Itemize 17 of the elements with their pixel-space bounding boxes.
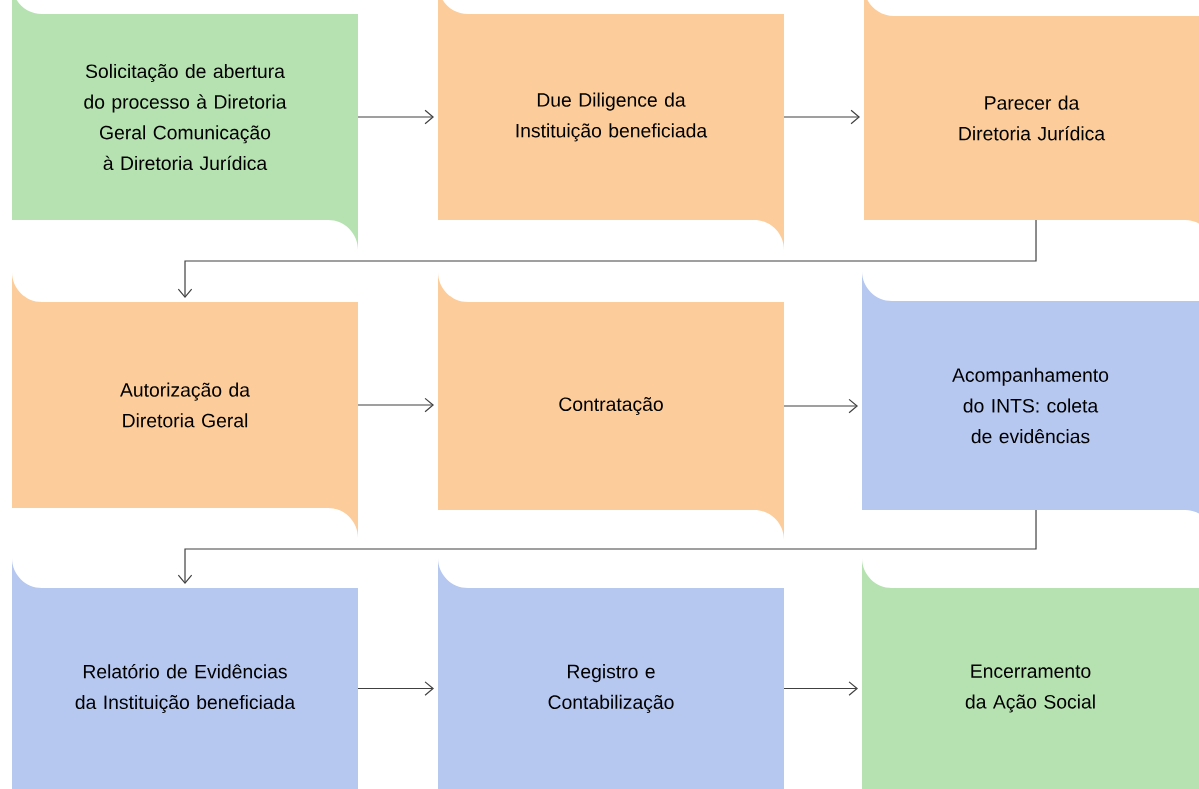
process-box: Registro e Contabilização — [438, 558, 784, 789]
process-box: Relatório de Evidências da Instituição beneficiada — [12, 558, 358, 789]
process-box: Due Diligence da Instituição beneficiada — [438, 0, 784, 250]
process-box: Solicitação de abertura do processo à Diretoria Geral Comunicação à Diretoria Jurídica — [12, 0, 358, 250]
arrow — [783, 109, 860, 125]
process-box: Acompanhamento do INTS: coleta de evidências — [862, 271, 1199, 540]
arrow — [357, 681, 434, 696]
process-box: Parecer da Diretoria Jurídica — [864, 0, 1199, 250]
process-box: Autorização da Diretoria Geral — [12, 272, 358, 538]
arrow — [783, 398, 858, 414]
arrow — [177, 509, 1037, 584]
arrow — [783, 681, 858, 696]
arrow — [357, 109, 434, 125]
process-box: Contratação — [438, 272, 784, 540]
arrow — [357, 397, 434, 413]
arrow — [177, 219, 1037, 298]
process-box: Encerramento da Ação Social — [862, 558, 1199, 789]
